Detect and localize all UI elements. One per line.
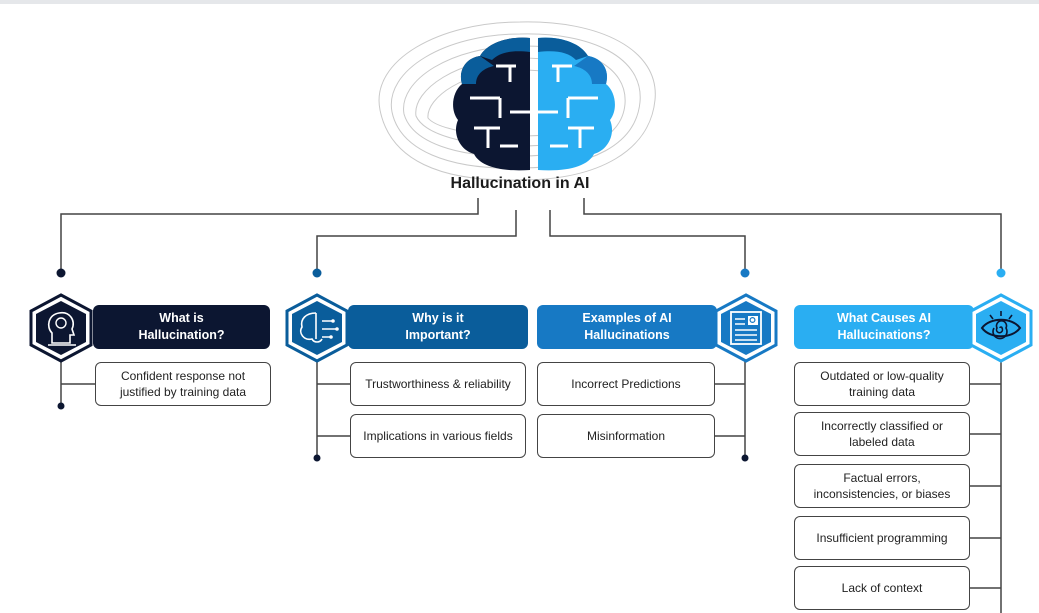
item-incorrect-predictions: Incorrect Predictions bbox=[537, 362, 715, 406]
item-factual-errors: Factual errors, inconsistencies, or bias… bbox=[794, 464, 970, 508]
item-brackets bbox=[60, 350, 1002, 613]
item-implications: Implications in various fields bbox=[350, 414, 526, 458]
item-misinformation: Misinformation bbox=[537, 414, 715, 458]
spiral-eye-icon bbox=[969, 293, 1033, 363]
item-confident-response: Confident response not justified by trai… bbox=[95, 362, 271, 406]
circuit-brain-icon bbox=[285, 293, 349, 363]
item-insufficient-programming: Insufficient programming bbox=[794, 516, 970, 560]
document-search-icon bbox=[714, 293, 778, 363]
header-label: Why is it Important? bbox=[405, 311, 471, 342]
header-label: What is Hallucination? bbox=[138, 311, 225, 342]
diagram-title: Hallucination in AI bbox=[450, 175, 590, 192]
item-lack-of-context: Lack of context bbox=[794, 566, 970, 610]
item-outdated-data: Outdated or low-quality training data bbox=[794, 362, 970, 406]
item-trustworthiness: Trustworthiness & reliability bbox=[350, 362, 526, 406]
connector-dots bbox=[56, 268, 1006, 278]
item-incorrectly-classified: Incorrectly classified or labeled data bbox=[794, 412, 970, 456]
header-label: Examples of AI Hallucinations bbox=[582, 311, 672, 342]
top-border bbox=[0, 0, 1039, 4]
bracket-end-dots bbox=[57, 402, 749, 462]
header-label: What Causes AI Hallucinations? bbox=[836, 311, 931, 342]
header-what-causes: What Causes AI Hallucinations? bbox=[794, 305, 974, 349]
header-examples: Examples of AI Hallucinations bbox=[537, 305, 717, 349]
header-why-important: Why is it Important? bbox=[348, 305, 528, 349]
brain-right-icon bbox=[538, 37, 615, 171]
head-with-brain-icon bbox=[29, 293, 93, 363]
connector-lines bbox=[60, 198, 1002, 272]
brain-left-icon bbox=[453, 37, 530, 171]
header-what-is-hallucination: What is Hallucination? bbox=[93, 305, 270, 349]
